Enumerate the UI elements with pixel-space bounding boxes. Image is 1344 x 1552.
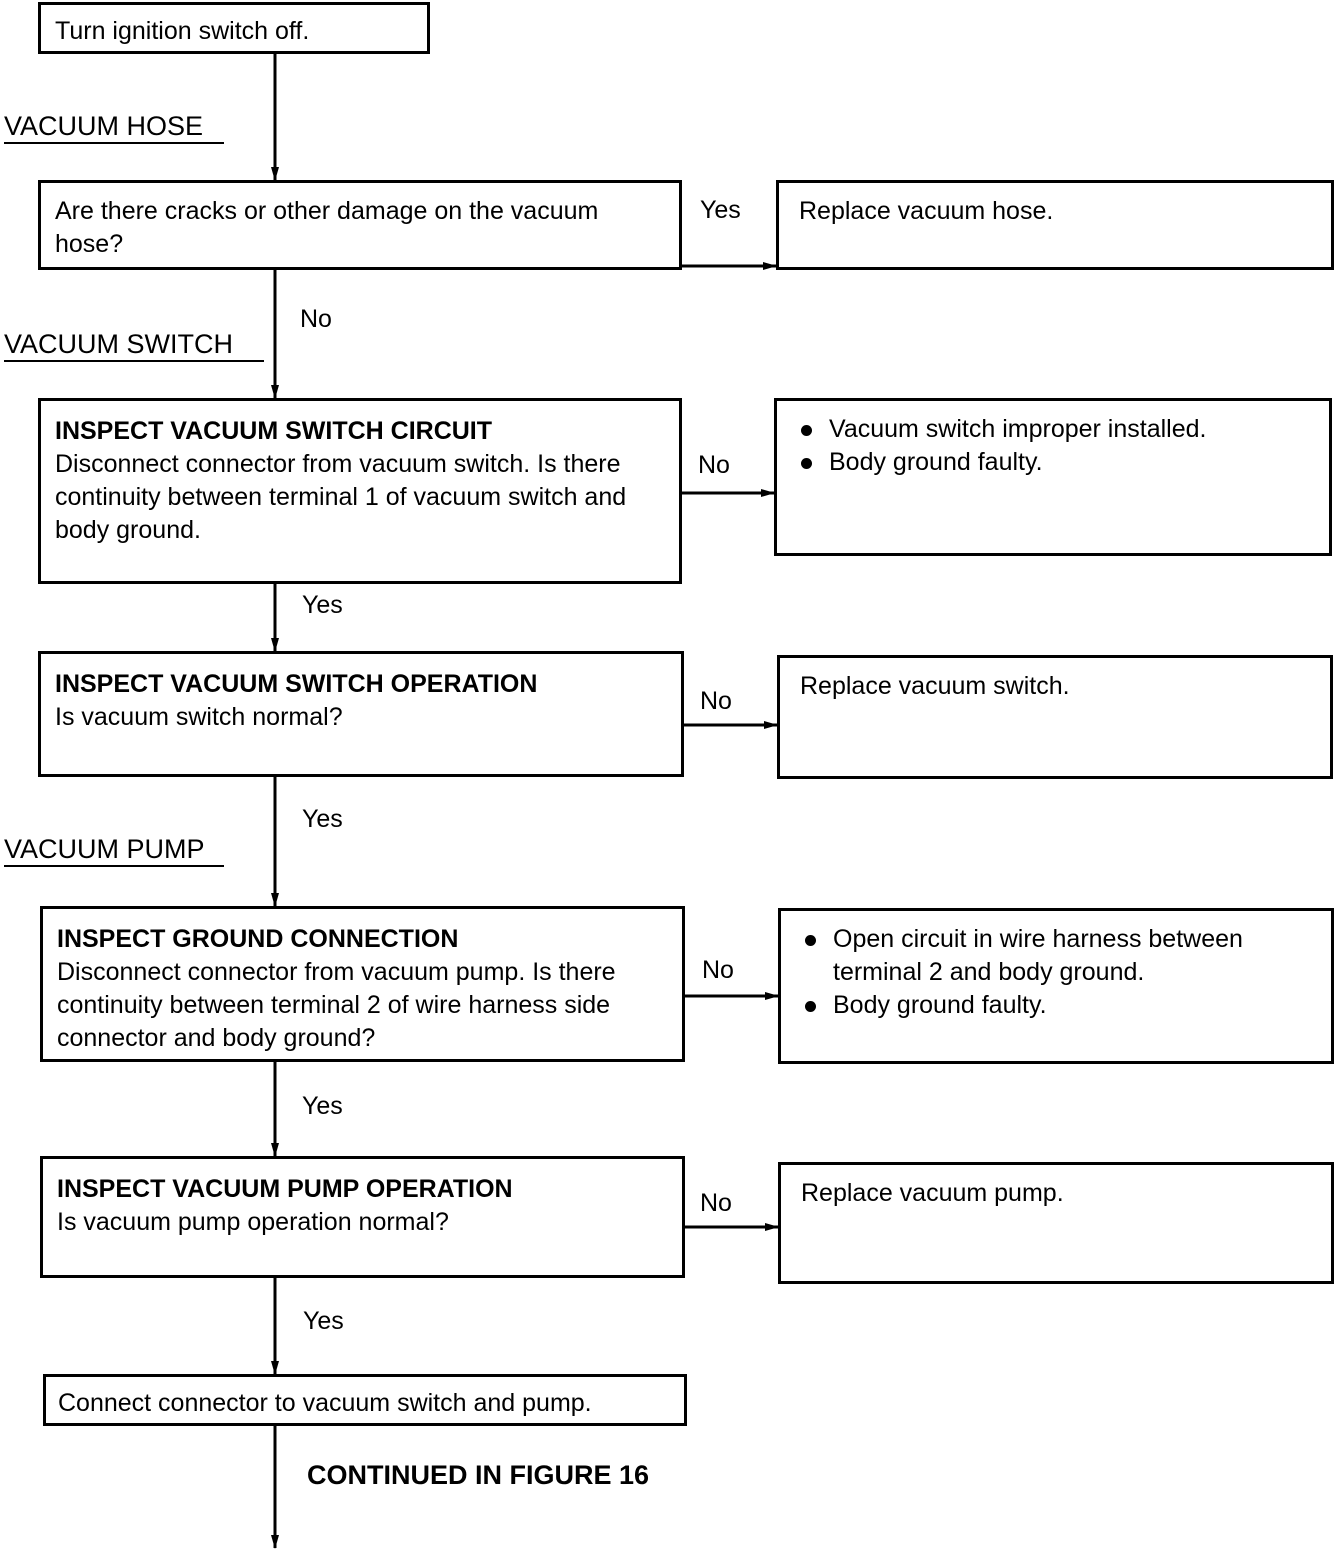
result-switch-circuit-list: Vacuum switch improper installed. Body g… — [795, 413, 1311, 479]
step-hose-damage-no-label: No — [300, 305, 332, 333]
step-hose-damage: Are there cracks or other damage on the … — [38, 180, 682, 270]
step-pump-operation-no-label: No — [700, 1189, 732, 1217]
section-vacuum-switch: VACUUM SWITCH — [4, 328, 264, 362]
step-ground-connection-yes-label: Yes — [302, 1092, 343, 1120]
result-replace-switch: Replace vacuum switch. — [777, 655, 1333, 779]
step-ground-connection: INSPECT GROUND CONNECTION Disconnect con… — [40, 906, 685, 1062]
end-step: Connect connector to vacuum switch and p… — [43, 1374, 687, 1426]
section-vacuum-pump: VACUUM PUMP — [4, 833, 224, 867]
list-item: Open circuit in wire harness between ter… — [799, 923, 1313, 989]
step-hose-damage-text: Are there cracks or other damage on the … — [55, 197, 599, 258]
step-pump-operation: INSPECT VACUUM PUMP OPERATION Is vacuum … — [40, 1156, 685, 1278]
step-ground-connection-no-label: No — [702, 956, 734, 984]
result-replace-switch-text: Replace vacuum switch. — [800, 672, 1070, 700]
step-switch-circuit-title: INSPECT VACUUM SWITCH CIRCUIT — [55, 417, 493, 445]
result-replace-hose: Replace vacuum hose. — [776, 180, 1334, 270]
step-switch-operation-text: Is vacuum switch normal? — [55, 703, 343, 731]
step-switch-operation-no-label: No — [700, 687, 732, 715]
section-vacuum-hose: VACUUM HOSE — [4, 110, 224, 144]
step-switch-circuit: INSPECT VACUUM SWITCH CIRCUIT Disconnect… — [38, 398, 682, 584]
step-switch-operation-title: INSPECT VACUUM SWITCH OPERATION — [55, 670, 538, 698]
result-replace-pump-text: Replace vacuum pump. — [801, 1179, 1064, 1207]
result-replace-pump: Replace vacuum pump. — [778, 1162, 1334, 1284]
list-item: Body ground faulty. — [799, 989, 1313, 1022]
step-ground-connection-text: Disconnect connector from vacuum pump. I… — [57, 958, 616, 1052]
result-replace-hose-text: Replace vacuum hose. — [799, 197, 1054, 225]
result-switch-circuit: Vacuum switch improper installed. Body g… — [774, 398, 1332, 556]
step-hose-damage-yes-label: Yes — [700, 196, 741, 224]
start-step: Turn ignition switch off. — [38, 2, 430, 54]
list-item: Vacuum switch improper installed. — [795, 413, 1311, 446]
start-text: Turn ignition switch off. — [55, 17, 310, 45]
step-switch-circuit-yes-label: Yes — [302, 591, 343, 619]
end-step-text: Connect connector to vacuum switch and p… — [58, 1389, 592, 1417]
step-pump-operation-text: Is vacuum pump operation normal? — [57, 1208, 449, 1236]
step-pump-operation-yes-label: Yes — [303, 1307, 344, 1335]
list-item: Body ground faulty. — [795, 446, 1311, 479]
continued-note: CONTINUED IN FIGURE 16 — [307, 1460, 650, 1490]
step-switch-circuit-no-label: No — [698, 451, 730, 479]
step-pump-operation-title: INSPECT VACUUM PUMP OPERATION — [57, 1175, 513, 1203]
step-ground-connection-title: INSPECT GROUND CONNECTION — [57, 925, 459, 953]
step-switch-operation-yes-label: Yes — [302, 805, 343, 833]
result-ground-connection-list: Open circuit in wire harness between ter… — [799, 923, 1313, 1022]
step-switch-operation: INSPECT VACUUM SWITCH OPERATION Is vacuu… — [38, 651, 684, 777]
result-ground-connection: Open circuit in wire harness between ter… — [778, 908, 1334, 1064]
step-switch-circuit-text: Disconnect connector from vacuum switch.… — [55, 450, 627, 544]
